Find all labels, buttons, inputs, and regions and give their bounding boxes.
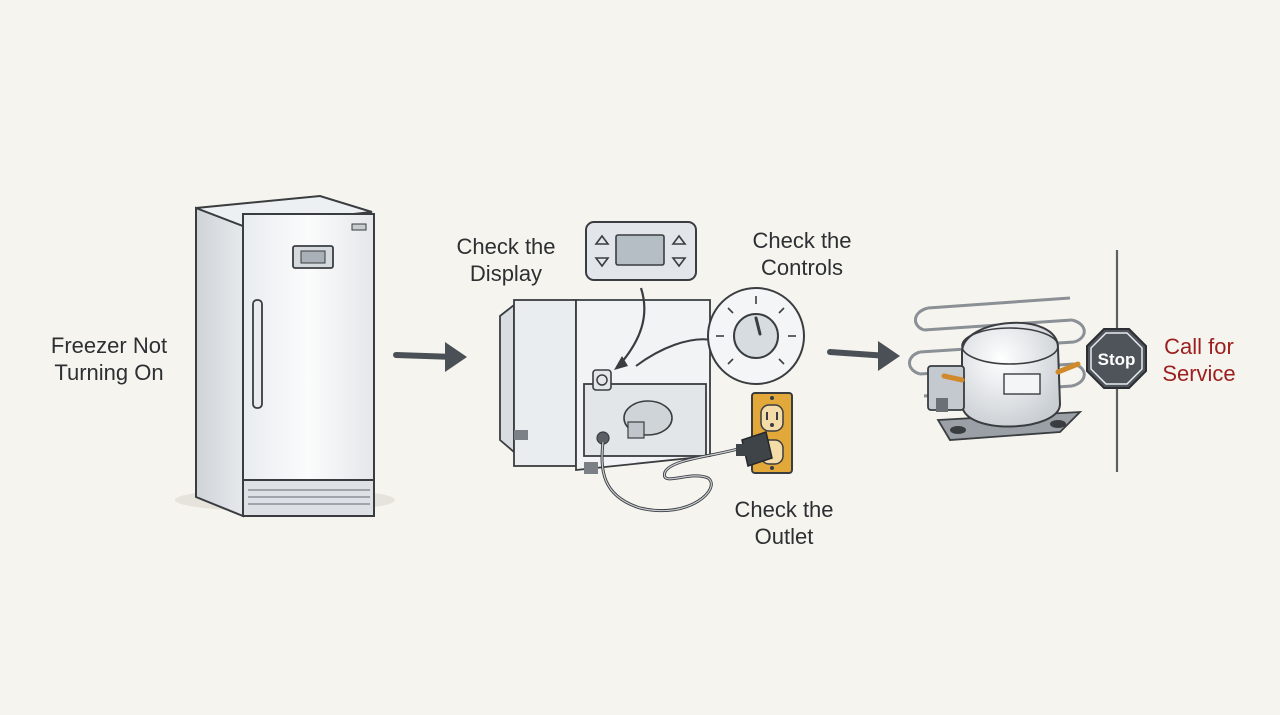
arrow-icon bbox=[827, 341, 900, 371]
step-label-line2: Service bbox=[1162, 361, 1236, 386]
step-label-line1: Freezer Not bbox=[50, 333, 168, 358]
stop-sign-icon: Stop bbox=[1086, 328, 1147, 389]
step-label-line2: Turning On bbox=[54, 360, 164, 385]
control-dial-icon bbox=[635, 287, 805, 385]
step-check-outlet: Check the Outlet bbox=[722, 496, 846, 550]
step-label-line2: Outlet bbox=[754, 524, 814, 549]
arrow-icon bbox=[393, 342, 467, 372]
step-label-line1: Check the bbox=[456, 234, 556, 259]
step-label-line2: Display bbox=[469, 261, 543, 286]
step-check-controls: Check the Controls bbox=[740, 227, 864, 281]
step-label-line1: Check the bbox=[734, 497, 834, 522]
step-check-display: Check the Display bbox=[446, 233, 566, 287]
freezer-icon bbox=[175, 194, 395, 518]
step-label-line2: Controls bbox=[761, 255, 843, 280]
freezer-base-icon bbox=[499, 299, 749, 513]
step-freezer-not-turning-on: Freezer Not Turning On bbox=[40, 332, 178, 386]
step-label-line1: Call for bbox=[1164, 334, 1234, 359]
stop-sign-label: Stop bbox=[1098, 350, 1136, 369]
step-call-for-service: Call for Service bbox=[1150, 333, 1248, 387]
compressor-icon bbox=[908, 296, 1086, 441]
step-label-line1: Check the bbox=[752, 228, 852, 253]
display-panel-icon bbox=[585, 221, 697, 370]
power-plug-icon bbox=[736, 431, 773, 467]
